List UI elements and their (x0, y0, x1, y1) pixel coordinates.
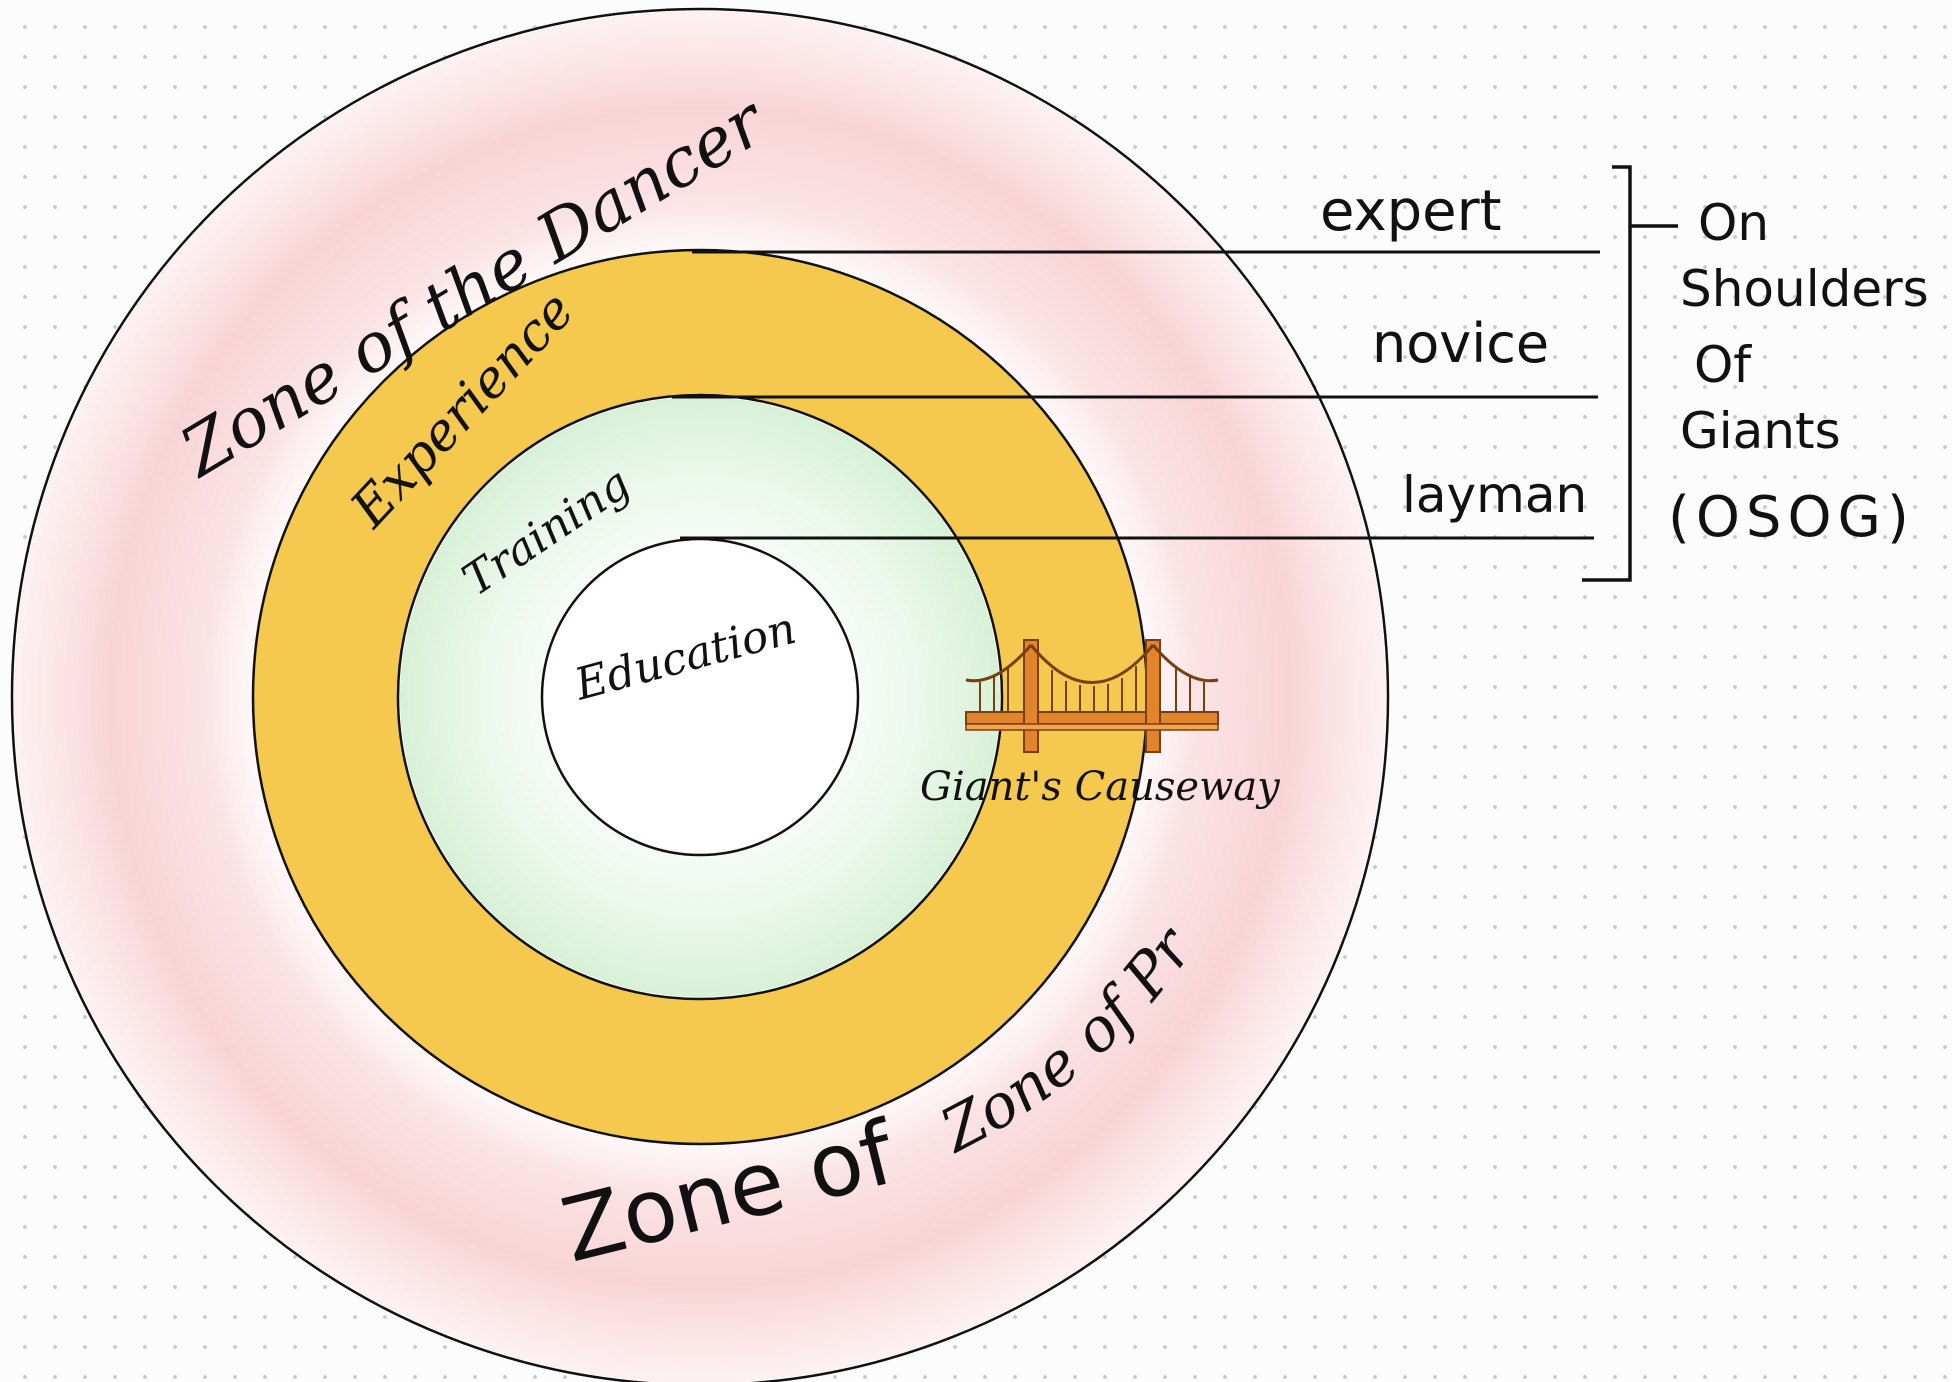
giants-causeway-label: Giant's Causeway (920, 764, 1281, 810)
osog-line-giants: Giants (1680, 402, 1841, 460)
osog-line-shoulders: Shoulders (1680, 260, 1929, 318)
novice-label: novice (1372, 312, 1549, 375)
osog-line-on: On (1698, 194, 1769, 252)
osog-line-acronym: (OSOG) (1668, 485, 1915, 550)
expert-label: expert (1320, 179, 1502, 244)
layman-label: layman (1402, 466, 1587, 524)
suspension-bridge-icon (965, 639, 1219, 753)
osog-line-of: Of (1694, 336, 1752, 394)
osog-bracket (1582, 165, 1632, 582)
